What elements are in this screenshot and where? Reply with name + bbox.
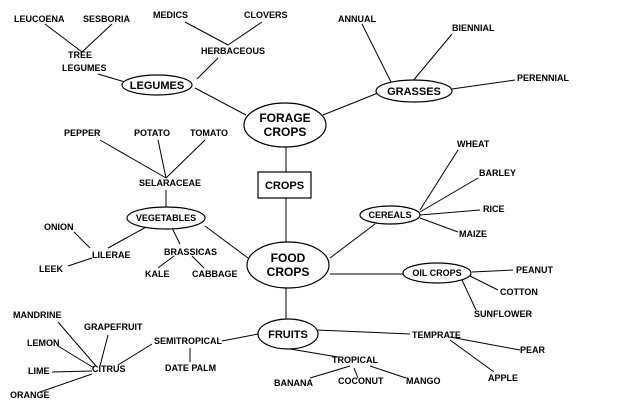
- label-perennial: PERENNIAL: [517, 73, 570, 83]
- svg-text:CROPS: CROPS: [267, 265, 310, 279]
- label-cotton: COTTON: [500, 287, 538, 297]
- label-mango: MANGO: [406, 376, 441, 386]
- label-selaraceae: SELARACEAE: [139, 178, 201, 188]
- label-peanut: PEANUT: [516, 265, 554, 275]
- label-tropical: TROPICAL: [332, 355, 379, 365]
- label-cabbage: CABBAGE: [192, 269, 238, 279]
- label-sesboria: SESBORIA: [83, 14, 131, 24]
- label-annual: ANNUAL: [338, 14, 376, 24]
- label-potato: POTATO: [134, 128, 170, 138]
- svg-text:CEREALS: CEREALS: [368, 210, 411, 220]
- label-apple: APPLE: [488, 373, 518, 383]
- label-pepper: PEPPER: [64, 128, 101, 138]
- cereals-node: CEREALS: [359, 205, 421, 225]
- svg-text:GRASSES: GRASSES: [387, 86, 441, 98]
- label-tomato: TOMATO: [190, 128, 228, 138]
- connector-lines: [39, 21, 521, 393]
- label-lemon: LEMON: [27, 338, 60, 348]
- label-lilerae: LILERAE: [92, 250, 131, 260]
- label-citrus: CITRUS: [92, 364, 126, 374]
- label-banana: BANANA: [274, 378, 313, 388]
- label-date-palm: DATE PALM: [165, 363, 216, 373]
- fruits-node: FRUITS: [257, 318, 319, 350]
- label-lime: LIME: [28, 366, 50, 376]
- label-semitropical: SEMITROPICAL: [154, 336, 223, 346]
- label-herbaceous: HERBACEOUS: [201, 46, 265, 56]
- oil-crops-node: OIL CROPS: [402, 262, 472, 284]
- crops-center-box: CROPS: [257, 171, 312, 199]
- svg-text:FOOD: FOOD: [271, 251, 306, 265]
- label-barley: BARLEY: [479, 168, 516, 178]
- label-sunflower: SUNFLOWER: [474, 309, 532, 319]
- label-rice: RICE: [483, 204, 505, 214]
- label-brassicas: BRASSICAS: [164, 247, 217, 257]
- label-maize: MAIZE: [459, 229, 487, 239]
- svg-text:CROPS: CROPS: [264, 125, 307, 139]
- label-pear: PEAR: [520, 345, 546, 355]
- label-tree-legumes: LEGUMES: [62, 63, 107, 73]
- label-clovers: CLOVERS: [244, 10, 288, 20]
- label-medics: MEDICS: [153, 10, 188, 20]
- label-kale: KALE: [145, 269, 170, 279]
- grasses-node: GRASSES: [375, 79, 453, 103]
- crops-label: CROPS: [265, 180, 304, 192]
- label-leucoena: LEUCOENA: [14, 14, 65, 24]
- svg-text:FORAGE: FORAGE: [259, 111, 310, 125]
- label-coconut: COCONUT: [338, 376, 384, 386]
- label-temprate: TEMPRATE: [412, 330, 461, 340]
- label-tree: TREE: [68, 50, 92, 60]
- label-leek: LEEK: [39, 264, 64, 274]
- food-crops-node: FOOD CROPS: [246, 241, 330, 289]
- label-biennial: BIENNIAL: [452, 23, 495, 33]
- forage-crops-node: FORAGE CROPS: [243, 102, 327, 148]
- label-mandrine: MANDRINE: [13, 310, 62, 320]
- label-grapefruit: GRAPEFRUIT: [84, 322, 143, 332]
- label-orange: ORANGE: [10, 390, 50, 400]
- label-wheat: WHEAT: [457, 139, 490, 149]
- svg-text:FRUITS: FRUITS: [268, 329, 308, 341]
- legumes-node: LEGUMES: [121, 74, 193, 96]
- svg-text:LEGUMES: LEGUMES: [130, 80, 184, 92]
- svg-text:OIL CROPS: OIL CROPS: [412, 268, 461, 278]
- label-onion: ONION: [44, 222, 74, 232]
- vegetables-node: VEGETABLES: [126, 206, 206, 230]
- svg-text:VEGETABLES: VEGETABLES: [136, 213, 196, 223]
- leaf-labels: LEUCOENA SESBORIA TREE LEGUMES MEDICS CL…: [10, 10, 570, 400]
